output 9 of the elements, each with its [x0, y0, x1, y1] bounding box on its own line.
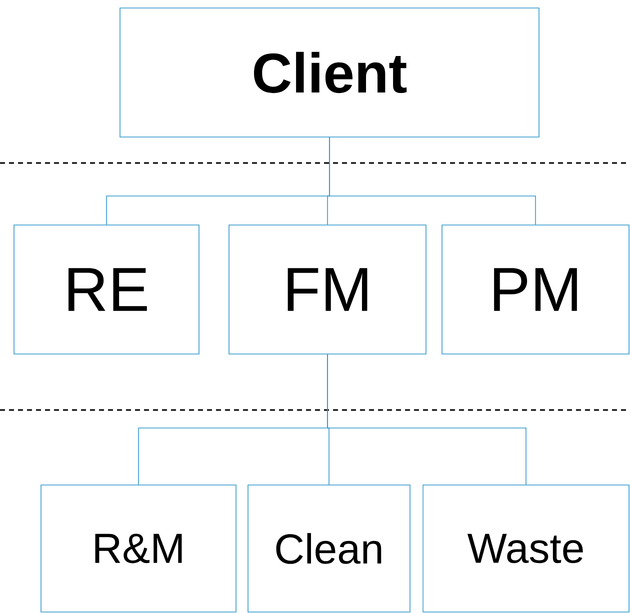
org-box: PM [442, 224, 630, 354]
org-box: R&M [40, 484, 236, 612]
org-box: RE [14, 224, 200, 354]
org-box: Client [120, 8, 540, 138]
connector-line [327, 354, 526, 485]
org-box: Waste [422, 484, 630, 612]
connector-line [329, 137, 536, 225]
org-box: Clean [248, 484, 410, 612]
org-box: FM [228, 224, 426, 354]
